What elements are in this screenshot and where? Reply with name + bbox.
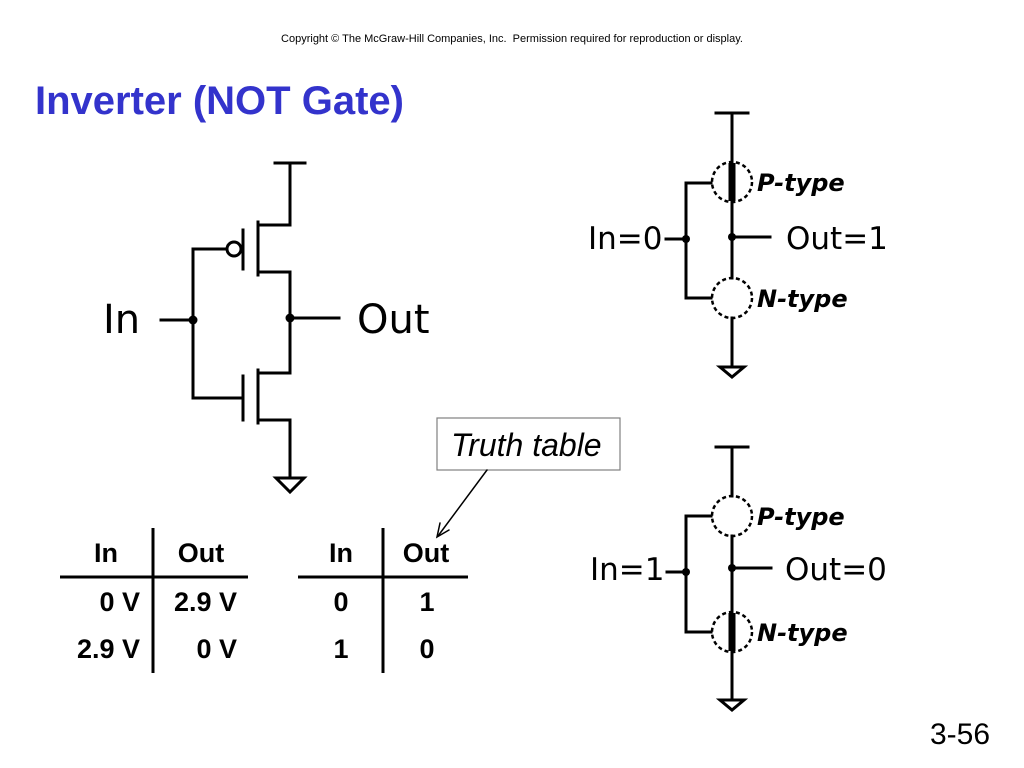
table-header-in: In (329, 538, 353, 568)
table-cell: 1 (419, 587, 434, 617)
logic-truth-table: In Out 0 1 1 0 (298, 528, 468, 673)
table-cell: 0 (333, 587, 348, 617)
input-node-dot (682, 235, 690, 243)
callout-label: Truth table (451, 427, 602, 463)
n-type-transistor-outline (710, 276, 754, 320)
callout-arrowhead (435, 522, 450, 539)
switch-model-in-0: In=0 Out=1 P-type N-type (588, 111, 888, 379)
switch-output-label: Out=0 (785, 552, 887, 588)
table-cell: 2.9 V (174, 587, 237, 617)
output-node-dot (728, 233, 736, 241)
input-node-dot (682, 568, 690, 576)
p-type-transistor-outline (710, 494, 754, 538)
table-cell: 0 V (99, 587, 140, 617)
ground-symbol (715, 365, 749, 379)
cmos-output-label: Out (357, 297, 430, 343)
callout-arrow (435, 469, 488, 539)
callout-arrow-shaft (437, 469, 488, 537)
pmos-gate-bubble (225, 240, 243, 258)
page-number: 3-56 (930, 718, 990, 751)
nmos-source-lead (256, 418, 292, 480)
output-node-dot (728, 564, 736, 572)
table-header-out: Out (178, 538, 225, 568)
voltage-truth-table: In Out 0 V 2.9 V 2.9 V 0 V (60, 528, 248, 673)
table-header-out: Out (403, 538, 450, 568)
switch-input-label: In=1 (590, 552, 665, 588)
n-type-transistor-outline (710, 610, 754, 654)
n-type-label: N-type (757, 619, 848, 647)
cmos-wires (159, 161, 341, 495)
table-header-in: In (94, 538, 118, 568)
n-type-label: N-type (757, 285, 848, 313)
switch-model-in-1: In=1 Out=0 P-type N-type (590, 445, 887, 712)
truth-table-callout: Truth table (435, 417, 621, 539)
pmos-source-lead (256, 161, 292, 227)
p-type-label: P-type (757, 169, 845, 197)
callout-box (436, 417, 621, 471)
output-node-dot (285, 313, 295, 323)
table-cell: 2.9 V (77, 634, 140, 664)
table-cell: 0 V (196, 634, 237, 664)
table-cell: 0 (419, 634, 434, 664)
table-cell: 1 (333, 634, 348, 664)
cmos-inverter-circuit: In Out (103, 161, 430, 495)
slide-title: Inverter (NOT Gate) (35, 79, 404, 123)
ground-symbol (272, 476, 308, 495)
switch-output-label: Out=1 (786, 221, 888, 257)
p-type-transistor-outline (710, 160, 754, 204)
cmos-input-label: In (103, 297, 140, 343)
ground-symbol (715, 698, 749, 712)
input-node-dot (188, 315, 198, 325)
p-type-label: P-type (757, 503, 845, 531)
copyright-notice: Copyright © The McGraw-Hill Companies, I… (281, 33, 743, 45)
switch-input-label: In=0 (588, 221, 663, 257)
